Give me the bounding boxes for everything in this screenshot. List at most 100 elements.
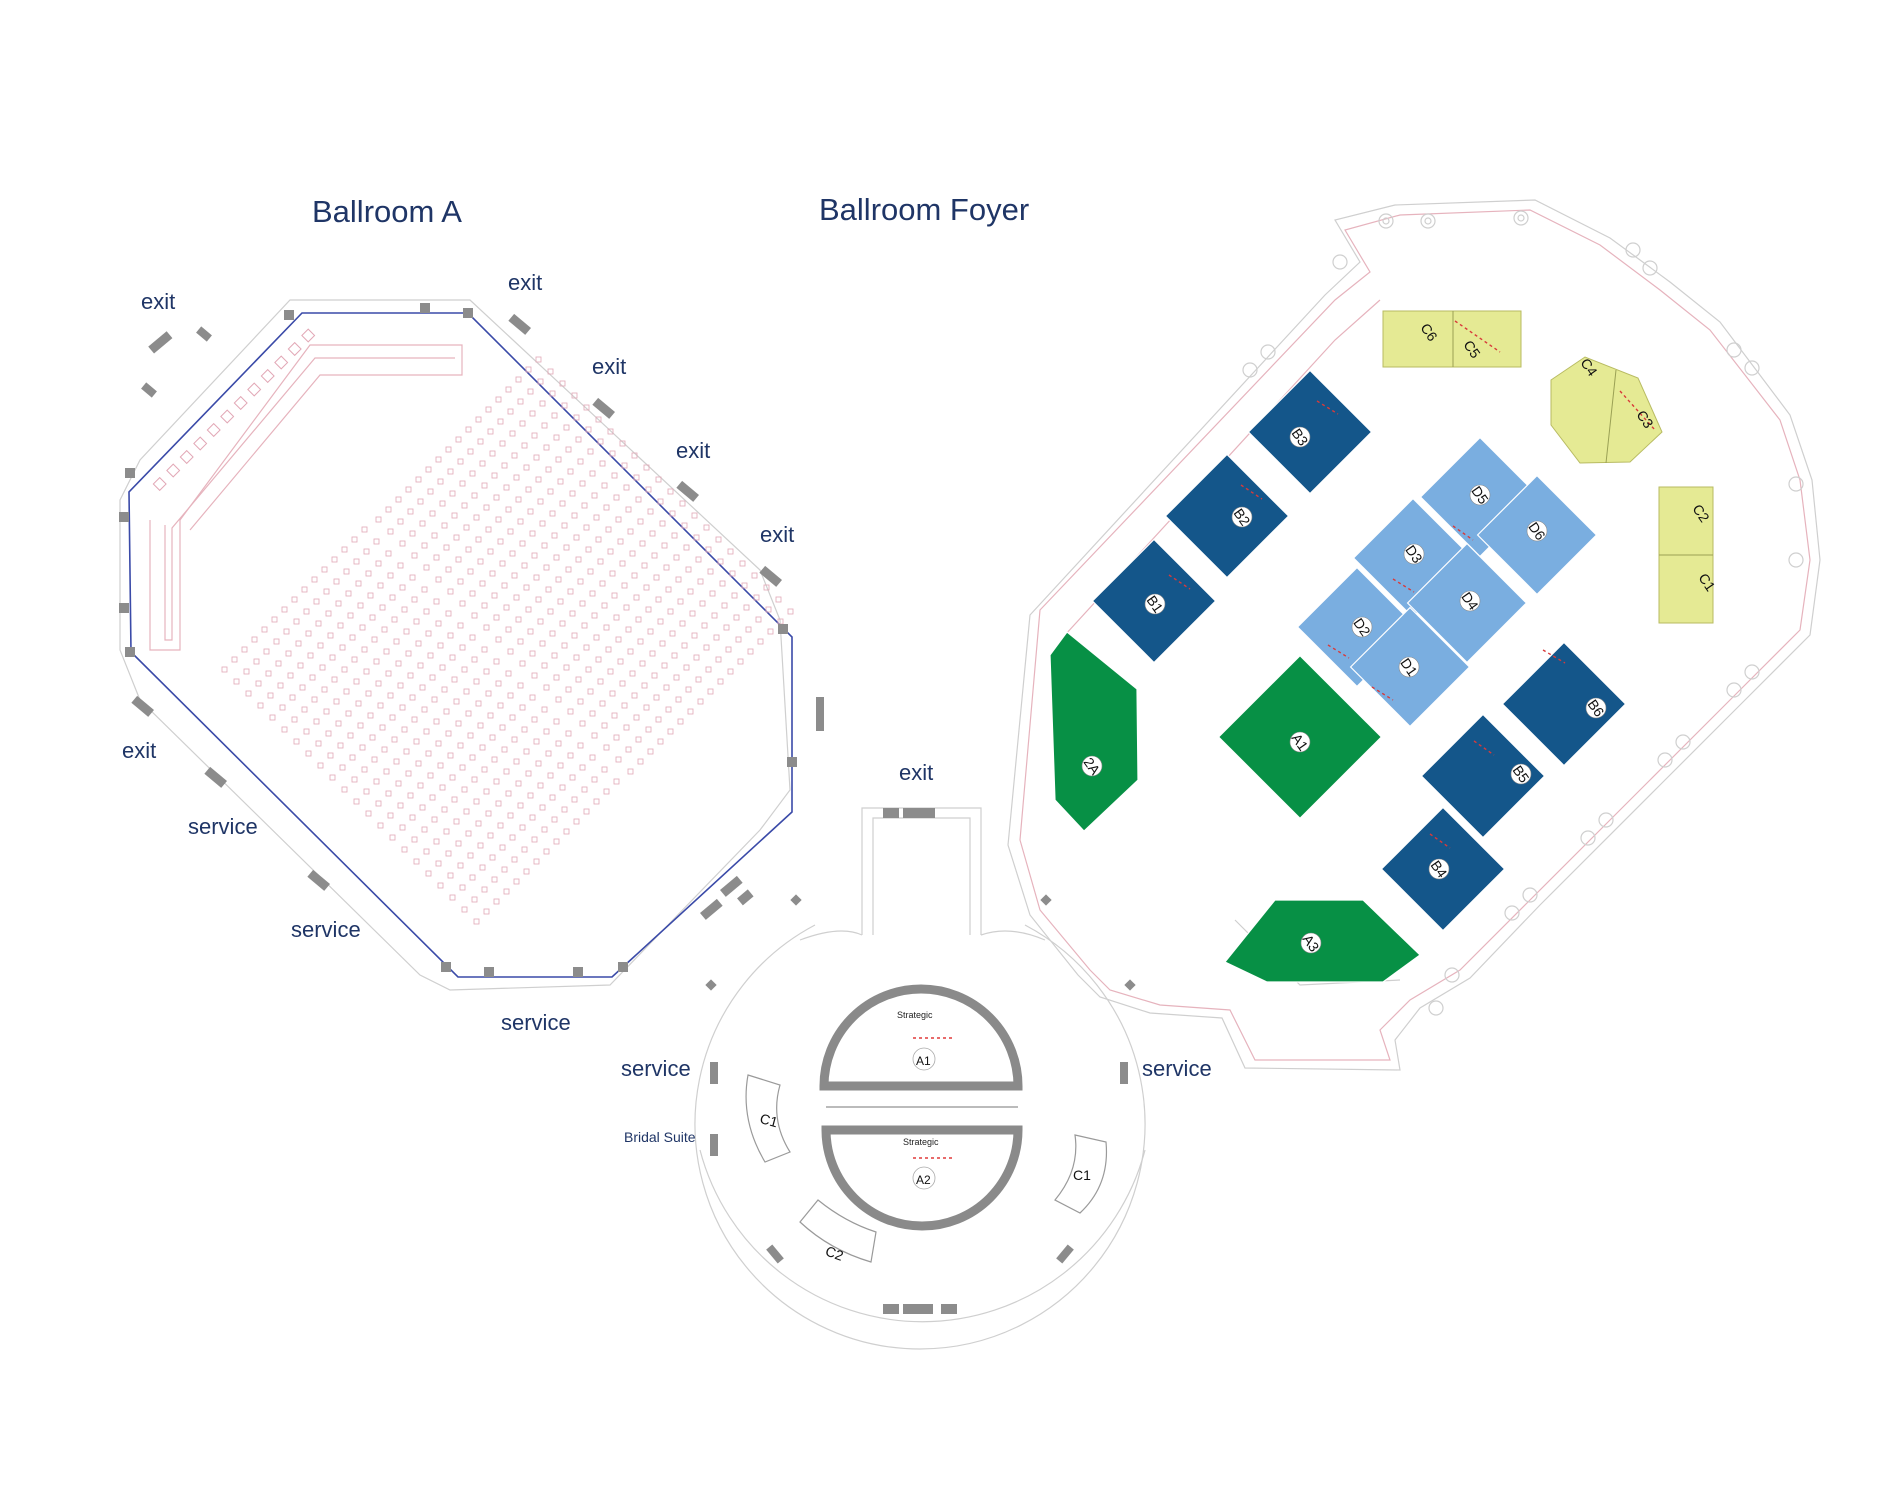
seat (267, 692, 274, 699)
booth-d1-marker (1398, 656, 1420, 678)
seat (539, 400, 546, 407)
seat (551, 816, 558, 823)
seat (659, 520, 666, 527)
seat (293, 618, 300, 625)
seat (437, 642, 444, 649)
seat (449, 654, 456, 661)
seat (683, 664, 690, 671)
seat (597, 558, 604, 565)
seat (573, 414, 580, 421)
booth-d5-marker (1469, 484, 1491, 506)
service-label: service (501, 1010, 571, 1035)
seat (597, 438, 604, 445)
seat (431, 532, 438, 539)
seat (451, 512, 458, 519)
booth-b5 (1420, 713, 1546, 839)
stage-riser (274, 355, 289, 370)
seat (503, 484, 510, 491)
seat (519, 824, 526, 831)
seat (363, 668, 370, 675)
seat (483, 788, 490, 795)
seat (533, 454, 540, 461)
seat (461, 502, 468, 509)
seat (445, 566, 452, 573)
seat (377, 702, 384, 709)
booth-a3 (1224, 899, 1421, 983)
seat (355, 580, 362, 587)
seat (287, 672, 294, 679)
seat (335, 720, 342, 727)
seat (539, 640, 546, 647)
seat (631, 572, 638, 579)
seat (445, 730, 452, 737)
seat (607, 548, 614, 555)
seat (497, 538, 504, 545)
seat (585, 546, 592, 553)
seat (481, 482, 488, 489)
seat (257, 702, 264, 709)
seat (409, 530, 416, 537)
seat (685, 686, 692, 693)
seat (419, 804, 426, 811)
seat (655, 476, 662, 483)
seat (371, 756, 378, 763)
seat (645, 606, 652, 613)
seat (521, 726, 528, 733)
seat (221, 666, 228, 673)
seat (493, 658, 500, 665)
foyer-booths (1049, 310, 1714, 983)
seat (515, 496, 522, 503)
seat (587, 448, 594, 455)
rotunda-c1-right-label: C1 (1073, 1167, 1091, 1183)
seat (683, 544, 690, 551)
seat (393, 638, 400, 645)
seat (429, 794, 436, 801)
seat (243, 668, 250, 675)
seat (241, 646, 248, 653)
seat (639, 540, 646, 547)
seat (473, 678, 480, 685)
seat (551, 412, 558, 419)
seat (557, 478, 564, 485)
seat (531, 716, 538, 723)
seat (755, 616, 762, 623)
seat (367, 592, 374, 599)
stage-riser (152, 476, 167, 492)
seat (599, 580, 606, 587)
seat (397, 682, 404, 689)
seat (695, 676, 702, 683)
seat (527, 388, 534, 395)
seat (487, 832, 494, 839)
seat (695, 556, 702, 563)
seat (497, 822, 504, 829)
seat (435, 576, 442, 583)
seat (541, 662, 548, 669)
seat (459, 764, 466, 771)
seat (299, 684, 306, 691)
seat (577, 578, 584, 585)
seat (621, 462, 628, 469)
seat (715, 656, 722, 663)
seat (689, 610, 696, 617)
seat (593, 634, 600, 641)
seat (691, 512, 698, 519)
seat (517, 518, 524, 525)
seat (747, 648, 754, 655)
seat (311, 696, 318, 703)
seat (549, 510, 556, 517)
seat (305, 630, 312, 637)
seat (627, 648, 634, 655)
seat (571, 392, 578, 399)
seat (565, 566, 572, 573)
seat (383, 768, 390, 775)
seat (501, 462, 508, 469)
seat (269, 714, 276, 721)
seat (727, 668, 734, 675)
seat (521, 442, 528, 449)
seat (359, 624, 366, 631)
seat (283, 628, 290, 635)
seat (449, 894, 456, 901)
seat (679, 620, 686, 627)
seat (579, 764, 586, 771)
seat (489, 854, 496, 861)
